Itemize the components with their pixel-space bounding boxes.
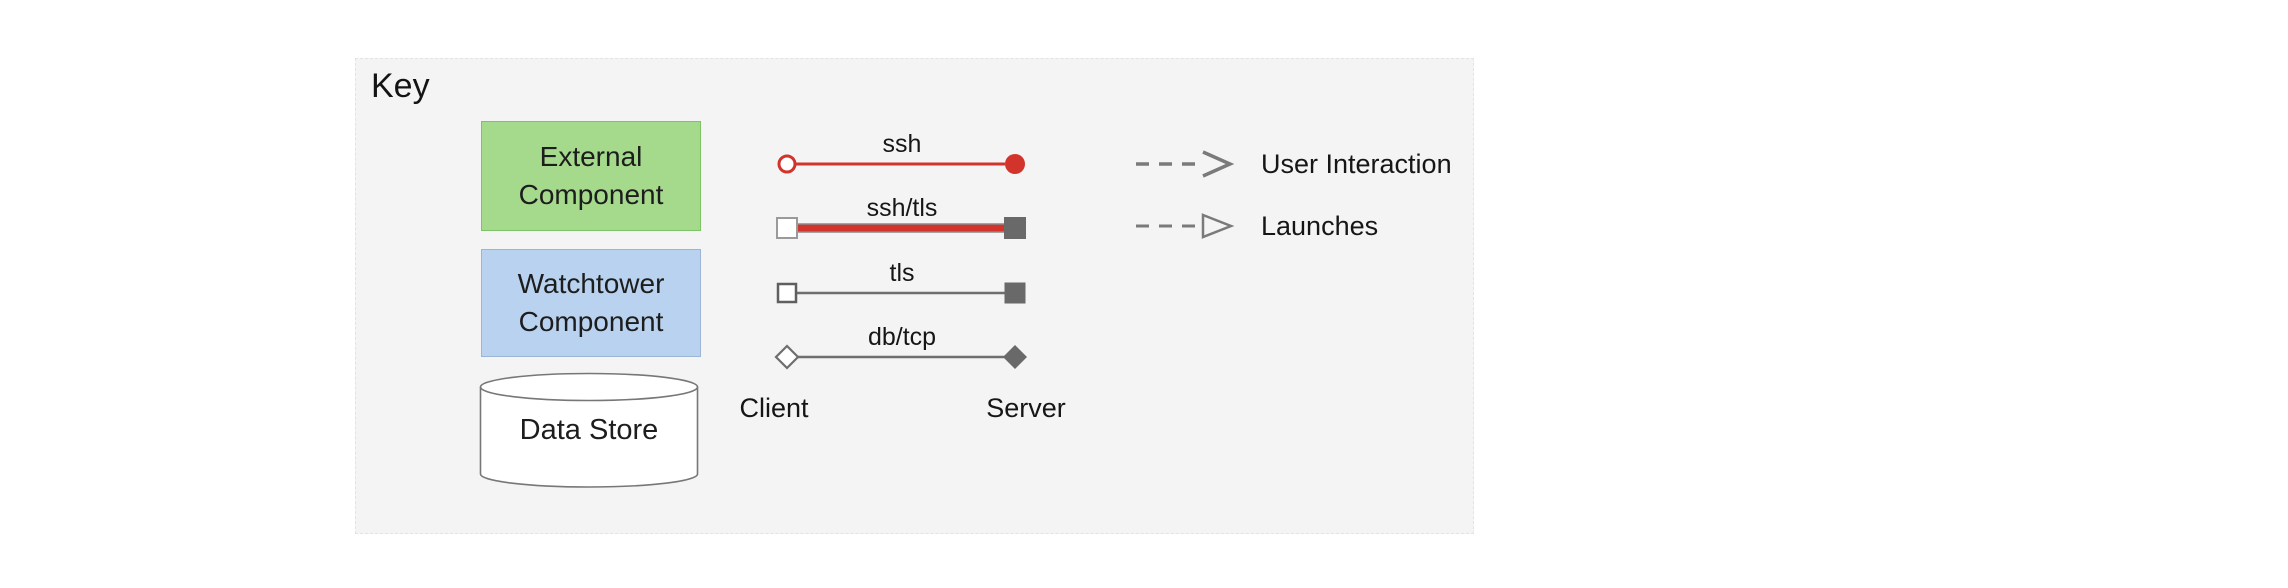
ssh-server-filled-circle-icon bbox=[1005, 154, 1025, 174]
datastore-label: Data Store bbox=[519, 414, 659, 446]
connector-ssh-line bbox=[777, 154, 1025, 174]
db-tcp-client-open-diamond-icon bbox=[774, 344, 800, 370]
connector-db-tcp-label: db/tcp bbox=[867, 323, 937, 351]
datastore-cylinder-icon bbox=[479, 372, 699, 488]
external-component-label: External Component bbox=[518, 141, 664, 210]
user-interaction-label: User Interaction bbox=[1261, 149, 1452, 179]
user-interaction-dashed-arrow-icon bbox=[1136, 150, 1235, 178]
watchtower-component-label: Watchtower Component bbox=[517, 268, 665, 337]
connector-ssh-tls-line bbox=[776, 217, 1026, 239]
launches-dashed-arrow-icon bbox=[1136, 213, 1235, 239]
tls-client-open-square-icon bbox=[776, 282, 798, 304]
tls-server-filled-square-icon bbox=[1004, 282, 1026, 304]
connector-tls-line bbox=[776, 282, 1026, 304]
connector-tls-label: tls bbox=[889, 259, 915, 287]
connector-db-tcp-line bbox=[774, 344, 1027, 370]
key-panel: Key External Component Watchtower Compon… bbox=[355, 58, 1474, 534]
server-label: Server bbox=[986, 393, 1066, 423]
connector-ssh-label: ssh bbox=[882, 130, 922, 158]
connector-ssh-tls-label: ssh/tls bbox=[866, 194, 938, 222]
launches-label: Launches bbox=[1261, 211, 1379, 241]
legend-external-component: External Component bbox=[481, 121, 701, 231]
db-tcp-server-filled-diamond-icon bbox=[1003, 345, 1027, 369]
key-title: Key bbox=[371, 67, 430, 105]
ssh-tls-server-filled-square-icon bbox=[1004, 217, 1026, 239]
ssh-tls-client-open-square-icon bbox=[776, 217, 798, 239]
legend-watchtower-component: Watchtower Component bbox=[481, 249, 701, 357]
ssh-client-open-circle-icon bbox=[777, 154, 797, 174]
client-label: Client bbox=[739, 393, 809, 423]
